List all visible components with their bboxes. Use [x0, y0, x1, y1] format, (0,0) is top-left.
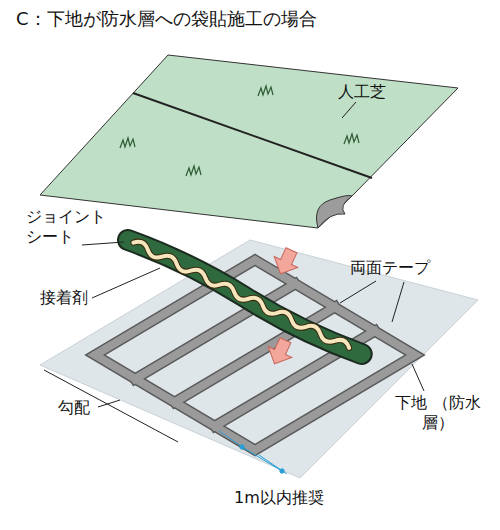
- spacing-dimension: [219, 431, 287, 474]
- part-label: ジョイント シート: [26, 207, 112, 247]
- waterproof-base: [40, 240, 478, 478]
- slope-line: [44, 370, 178, 442]
- placement-arrow: [263, 335, 298, 370]
- diagram-title: C：下地が防水層への袋貼施工の場合: [16, 8, 317, 30]
- turf-leader: [342, 102, 356, 118]
- dimension-note: 1m以内推奨: [234, 488, 324, 508]
- part-label: 両面テープ: [350, 258, 430, 278]
- part-label: 人工芝: [338, 82, 386, 102]
- tape-leader: [392, 282, 404, 322]
- grass-tufts: [120, 86, 359, 176]
- joint-sheet: [126, 236, 363, 357]
- joint-leader: [82, 242, 124, 245]
- adhesive-bead: [132, 239, 351, 351]
- part-label: 下地 （防水層）: [390, 393, 486, 433]
- part-label: 接着剤: [40, 288, 88, 308]
- turf-seam: [133, 93, 372, 178]
- adhesive-leader: [92, 268, 160, 298]
- tape-leader: [340, 281, 376, 303]
- turf-curl: [317, 196, 353, 229]
- slope-leader: [98, 400, 120, 407]
- placement-arrow: [269, 245, 304, 280]
- base-leader: [412, 364, 424, 391]
- artificial-turf: [40, 55, 458, 228]
- part-label: 勾配: [58, 398, 90, 418]
